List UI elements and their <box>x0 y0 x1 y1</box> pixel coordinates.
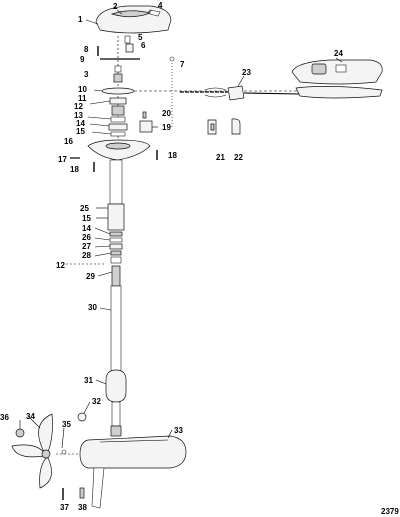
part-36-nut <box>15 428 25 438</box>
part-22 <box>231 118 241 135</box>
part-35-pin <box>61 449 67 455</box>
callout-26: 26 <box>82 233 91 242</box>
part-38-anode <box>79 487 85 499</box>
callout-18a: 18 <box>70 165 79 174</box>
motor-seam <box>99 439 169 443</box>
callout-29: 29 <box>86 272 95 281</box>
callout-31: 31 <box>84 376 93 385</box>
callout-12b: 12 <box>56 261 65 270</box>
callout-1: 1 <box>78 15 83 24</box>
part-3-assembly <box>113 65 123 83</box>
callout-28: 28 <box>82 251 91 260</box>
callout-33: 33 <box>174 426 183 435</box>
callout-14a: 14 <box>76 119 85 128</box>
callout-32: 32 <box>92 397 101 406</box>
callout-37: 37 <box>60 503 69 512</box>
motor-cover <box>95 5 172 34</box>
callout-11: 11 <box>78 94 87 103</box>
callout-13: 13 <box>74 111 83 120</box>
callout-38: 38 <box>78 503 87 512</box>
part-10-plate <box>101 87 135 95</box>
callout-14b: 14 <box>82 224 91 233</box>
document-number: 2379 <box>381 507 399 516</box>
callout-5: 5 <box>138 33 143 42</box>
callout-16: 16 <box>64 137 73 146</box>
callout-21: 21 <box>216 153 225 162</box>
part-28-ring <box>110 250 122 256</box>
part-21-inner <box>210 123 215 131</box>
callout-17: 17 <box>58 155 67 164</box>
callout-25: 25 <box>80 204 89 213</box>
callout-23: 23 <box>242 68 251 77</box>
callout-9: 9 <box>80 55 85 64</box>
callouts: 1 2 4 5 6 8 9 7 24 3 23 10 11 12 20 13 1… <box>0 1 343 512</box>
callout-35: 35 <box>62 420 71 429</box>
callout-18b: 18 <box>168 151 177 160</box>
part-25-collar <box>107 203 125 231</box>
callout-30: 30 <box>88 303 97 312</box>
callout-20: 20 <box>162 109 171 118</box>
callout-6: 6 <box>141 41 146 50</box>
base-collar <box>105 142 131 150</box>
part-14-ring <box>109 231 123 237</box>
part-27-ring <box>109 243 123 250</box>
callout-4: 4 <box>158 1 163 10</box>
callout-15b: 15 <box>82 214 91 223</box>
part-30-shaft <box>110 285 122 373</box>
part-32-nut <box>77 412 87 422</box>
part-20 <box>142 111 147 119</box>
part-16-base <box>87 139 151 161</box>
foot-control <box>180 59 383 101</box>
callout-10: 10 <box>78 85 87 94</box>
part-31-bulb <box>105 369 127 403</box>
upper-shaft-neck <box>109 159 123 205</box>
callout-24: 24 <box>334 49 343 58</box>
callout-2: 2 <box>113 2 118 11</box>
callout-19: 19 <box>162 123 171 132</box>
part-12-ring <box>110 256 122 264</box>
head-stack-parts <box>108 97 128 137</box>
callout-12a: 12 <box>74 102 83 111</box>
part-19 <box>139 120 153 133</box>
part-26-ring <box>109 237 123 243</box>
part-29-threaded <box>111 265 121 287</box>
callout-36: 36 <box>0 413 9 422</box>
part-33-motor <box>79 435 187 469</box>
switch-parts <box>124 35 134 53</box>
lower-shaft <box>111 401 121 427</box>
callout-8: 8 <box>84 45 89 54</box>
callout-27: 27 <box>82 242 91 251</box>
leader-lines <box>19 9 343 449</box>
skeg <box>91 467 105 509</box>
part-34-propeller <box>11 413 53 489</box>
lower-collar <box>110 425 122 437</box>
callout-34: 34 <box>26 412 35 421</box>
callout-22: 22 <box>234 153 243 162</box>
callout-15a: 15 <box>76 127 85 136</box>
part-7-end <box>169 56 175 62</box>
callout-7: 7 <box>180 60 185 69</box>
callout-3: 3 <box>84 70 89 79</box>
